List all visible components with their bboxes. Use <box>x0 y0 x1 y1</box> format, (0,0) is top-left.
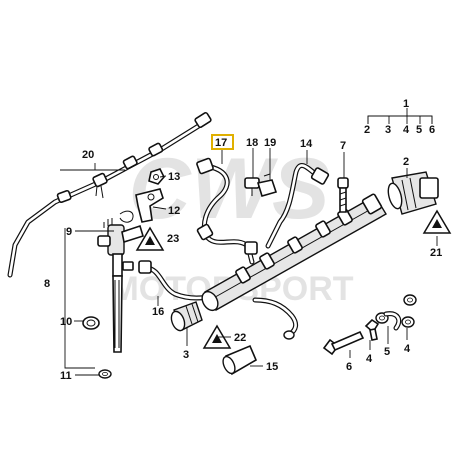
label-14[interactable]: 14 <box>300 138 313 150</box>
label-12[interactable]: 12 <box>168 205 180 217</box>
copper-seal-ring[interactable] <box>82 316 100 330</box>
leader-lines <box>60 148 438 376</box>
label-4-top[interactable]: 4 <box>403 124 410 136</box>
label-11[interactable]: 11 <box>60 370 72 382</box>
group-1-bracket <box>367 108 433 124</box>
label-4b[interactable]: 4 <box>366 353 373 365</box>
label-3[interactable]: 3 <box>183 349 189 361</box>
label-15[interactable]: 15 <box>266 361 278 373</box>
connector-clip-19[interactable] <box>256 173 278 197</box>
label-22[interactable]: 22 <box>234 332 246 344</box>
washer-2[interactable] <box>403 294 417 306</box>
label-19[interactable]: 19 <box>264 137 276 149</box>
high-pressure-line-17[interactable] <box>196 157 258 265</box>
pressure-control-valve[interactable] <box>386 171 439 215</box>
bolt-6[interactable] <box>322 330 365 356</box>
high-pressure-line-14[interactable] <box>265 163 330 249</box>
label-3-top[interactable]: 3 <box>385 124 391 136</box>
bolt-5[interactable] <box>364 318 380 341</box>
part-labels: 1 2 3 4 5 6 2 7 14 17 18 19 20 13 12 9 2… <box>44 98 442 382</box>
label-8[interactable]: 8 <box>44 278 50 290</box>
injector-clamp-bracket[interactable] <box>135 188 164 223</box>
common-rail[interactable] <box>199 193 387 314</box>
warning-triangle-icon <box>422 209 452 234</box>
label-16[interactable]: 16 <box>152 306 164 318</box>
part-17-highlight <box>211 134 234 150</box>
label-9[interactable]: 9 <box>66 226 72 238</box>
label-4[interactable]: 4 <box>404 343 411 355</box>
fuel-temperature-sensor[interactable] <box>221 344 258 376</box>
label-6[interactable]: 6 <box>346 361 352 373</box>
fuel-injector[interactable] <box>97 218 144 353</box>
label-18[interactable]: 18 <box>246 137 258 149</box>
rail-outlet-pipe[interactable] <box>252 297 299 340</box>
label-5[interactable]: 5 <box>384 346 390 358</box>
hose-fitting-3[interactable] <box>383 311 402 331</box>
clamping-nut[interactable] <box>148 168 165 185</box>
clip-9[interactable] <box>119 210 134 223</box>
injector-washer[interactable] <box>98 369 112 379</box>
label-6-top[interactable]: 6 <box>429 124 435 136</box>
leak-off-hose[interactable] <box>7 112 212 278</box>
rail-mounting-bolt[interactable] <box>337 177 349 213</box>
label-5-top[interactable]: 5 <box>416 124 422 136</box>
label-13[interactable]: 13 <box>168 171 180 183</box>
label-17[interactable]: 17 <box>215 137 227 149</box>
warning-triangle-icon <box>135 226 165 251</box>
label-2[interactable]: 2 <box>403 156 409 168</box>
label-20[interactable]: 20 <box>82 149 94 161</box>
label-23[interactable]: 23 <box>167 233 179 245</box>
seal-6-right[interactable] <box>401 316 415 328</box>
label-21[interactable]: 21 <box>430 247 442 259</box>
watermark-logo-text: CWS <box>129 141 330 237</box>
label-1[interactable]: 1 <box>403 98 409 110</box>
label-7[interactable]: 7 <box>340 140 346 152</box>
label-2-top[interactable]: 2 <box>364 124 370 136</box>
rail-pressure-sensor[interactable] <box>169 301 203 332</box>
label-10[interactable]: 10 <box>60 316 72 328</box>
